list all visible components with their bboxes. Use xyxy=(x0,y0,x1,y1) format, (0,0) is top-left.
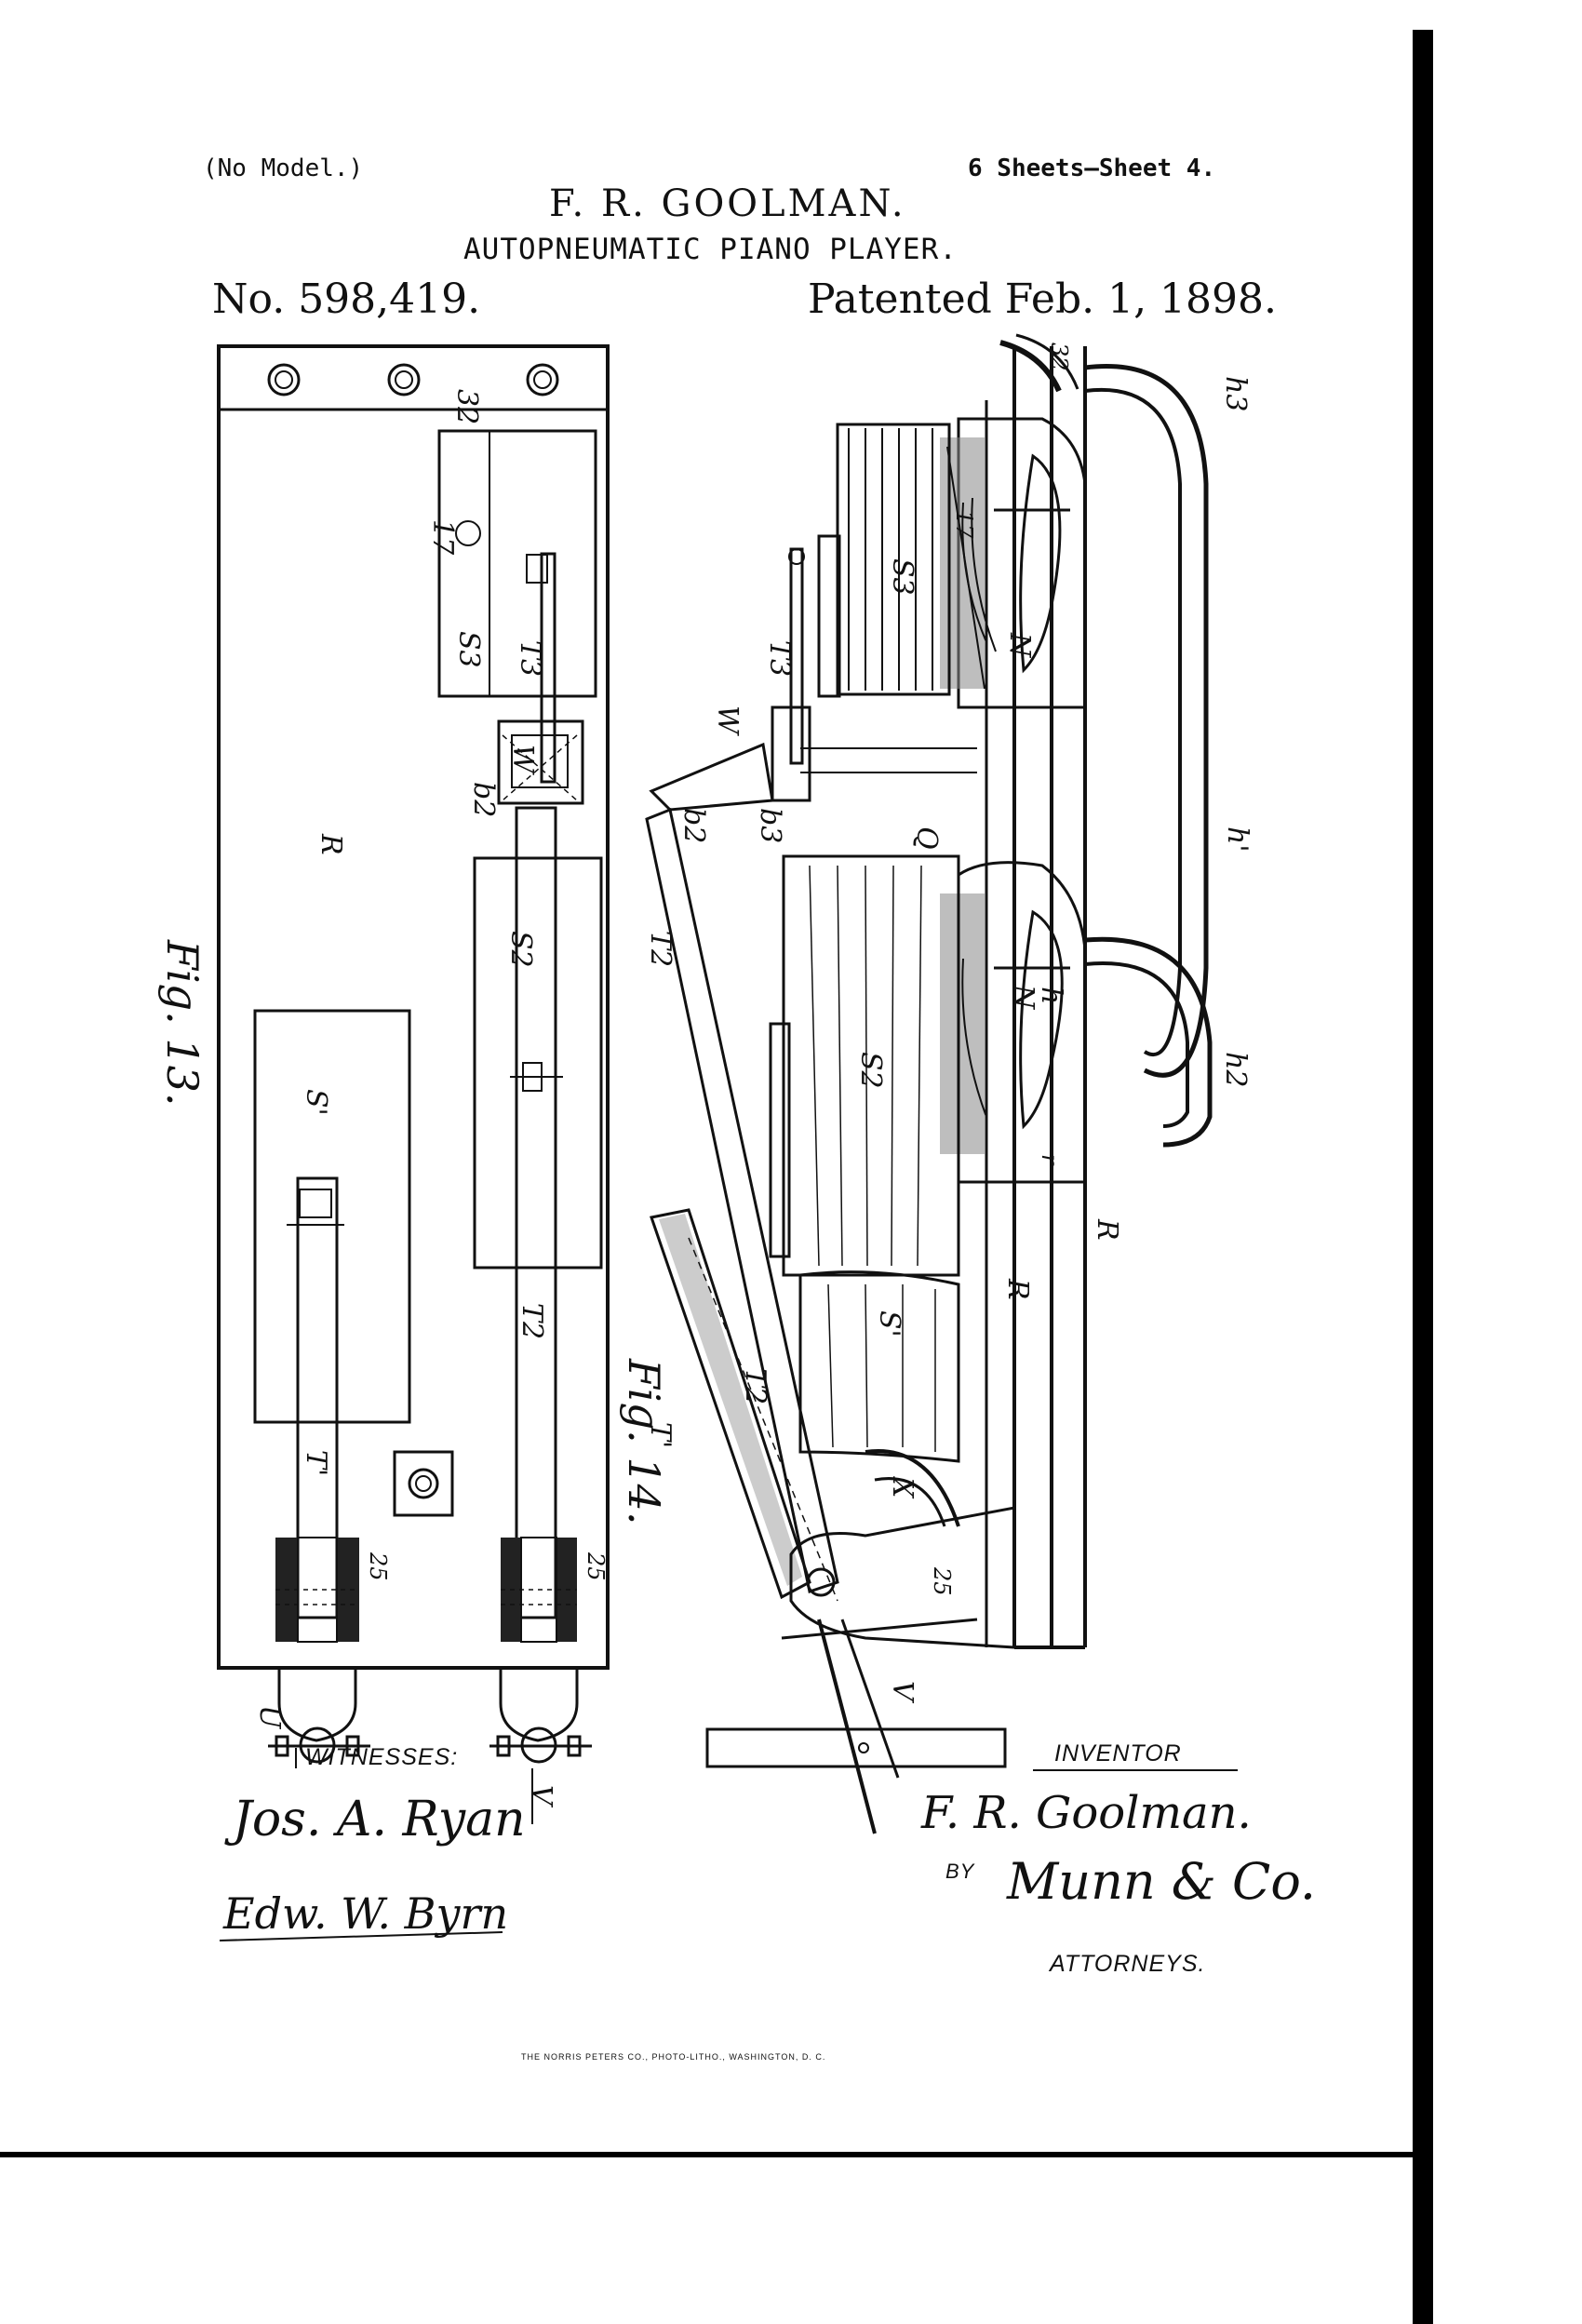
pulley-left xyxy=(275,1537,359,1643)
fig14-label-s3: S3 xyxy=(886,558,918,596)
inventor-name-heading: F. R. GOOLMAN. xyxy=(549,182,906,225)
fig13-label-s1: S' xyxy=(300,1089,332,1116)
inventor-signature: F. R. Goolman. xyxy=(920,1787,1252,1839)
fig14-label-25: 25 xyxy=(929,1566,955,1596)
fig14-label-32: 32 xyxy=(1046,343,1072,371)
mounting-hole-2 xyxy=(387,363,421,396)
pulley-right xyxy=(501,1537,577,1643)
attorney-signature: Munn & Co. xyxy=(1006,1852,1316,1911)
fig14-label-r1: R xyxy=(1091,1218,1123,1241)
fig14-label-h: h xyxy=(1035,987,1067,1004)
witness-signature-1: Jos. A. Ryan xyxy=(224,1792,526,1847)
fig14-label-h3: h3 xyxy=(1219,376,1252,411)
witnesses-heading: WITNESSES: xyxy=(305,1744,458,1770)
fig14-label-t1: T' xyxy=(644,1422,677,1448)
model-note: (No Model.) xyxy=(203,154,364,182)
scan-edge-bar xyxy=(1413,30,1433,2324)
fig14-label-n2: N xyxy=(1007,984,1039,1011)
fig13-label-t1: T' xyxy=(300,1450,332,1476)
fig13-label-25a: 25 xyxy=(365,1552,391,1581)
patent-date: Patented Feb. 1, 1898. xyxy=(808,275,1278,323)
mounting-hole-1 xyxy=(267,363,301,396)
fig14-label-h1: h' xyxy=(1221,826,1254,853)
fig14-label-w: W xyxy=(711,705,744,736)
fig13-label-b2: b2 xyxy=(467,782,500,817)
fig14-label-s2: S2 xyxy=(854,1052,887,1089)
fig13-label-u: U xyxy=(253,1705,286,1730)
inventor-heading: INVENTOR xyxy=(1054,1740,1182,1767)
fig14-label-t2a: T2 xyxy=(644,931,677,967)
fig-13-drawing: 32 17 S3 T3 W b2 R S2 S' T2 T' 25 25 U V… xyxy=(157,344,610,1824)
patent-title: AUTOPNEUMATIC PIANO PLAYER. xyxy=(463,233,958,266)
sheet-count: 6 Sheets—Sheet 4. xyxy=(968,154,1216,182)
witness-signature-2: Edw. W. Byrn xyxy=(222,1888,508,1939)
fig13-label-r: R xyxy=(315,833,347,855)
fig14-label-h2: h2 xyxy=(1219,1052,1252,1087)
fig14-label-n1: N xyxy=(1003,632,1036,659)
fig14-label-v: V xyxy=(886,1681,918,1704)
attorneys-label: ATTORNEYS. xyxy=(1048,1951,1205,1977)
by-label: BY xyxy=(945,1860,975,1883)
fig13-label-17: 17 xyxy=(426,519,459,556)
fig14-label-s1: S' xyxy=(873,1310,905,1337)
fig-14-drawing: 32 h3 17 S3 N T3 W b2 b3 Q h' T2 N h h2 … xyxy=(619,333,1254,1834)
fig13-label-32: 32 xyxy=(450,389,483,424)
scan-bottom-line xyxy=(0,2152,1433,2157)
fig14-label-r-small: r xyxy=(1037,1154,1063,1166)
fig14-label-17: 17 xyxy=(951,510,977,539)
fig14-label-b2: b2 xyxy=(677,808,710,843)
fig13-label-s3: S3 xyxy=(452,631,485,668)
fig13-label-w: W xyxy=(506,745,539,775)
fig13-label-t2: T2 xyxy=(516,1303,548,1339)
fig14-label-t2b: T2 xyxy=(739,1368,771,1404)
fig14-label-t3: T3 xyxy=(763,640,796,677)
fig13-label-v: V xyxy=(525,1785,557,1808)
mounting-hole-3 xyxy=(526,363,559,396)
fig14-label-x: X xyxy=(886,1476,918,1499)
fig14-label-r2: R xyxy=(1001,1278,1034,1300)
fig13-label-s2: S2 xyxy=(504,931,537,968)
fig13-label-t3: T3 xyxy=(514,640,546,677)
fig14-caption: Fig. 14. xyxy=(619,1358,669,1525)
printer-credit: THE NORRIS PETERS CO., PHOTO-LITHO., WAS… xyxy=(521,2052,826,2062)
fig13-label-25b: 25 xyxy=(583,1552,609,1581)
patent-number: No. 598,419. xyxy=(212,275,481,323)
fig13-caption: Fig. 13. xyxy=(157,939,208,1106)
fig14-label-b3: b3 xyxy=(754,808,786,843)
fig14-label-q: Q xyxy=(910,826,943,850)
